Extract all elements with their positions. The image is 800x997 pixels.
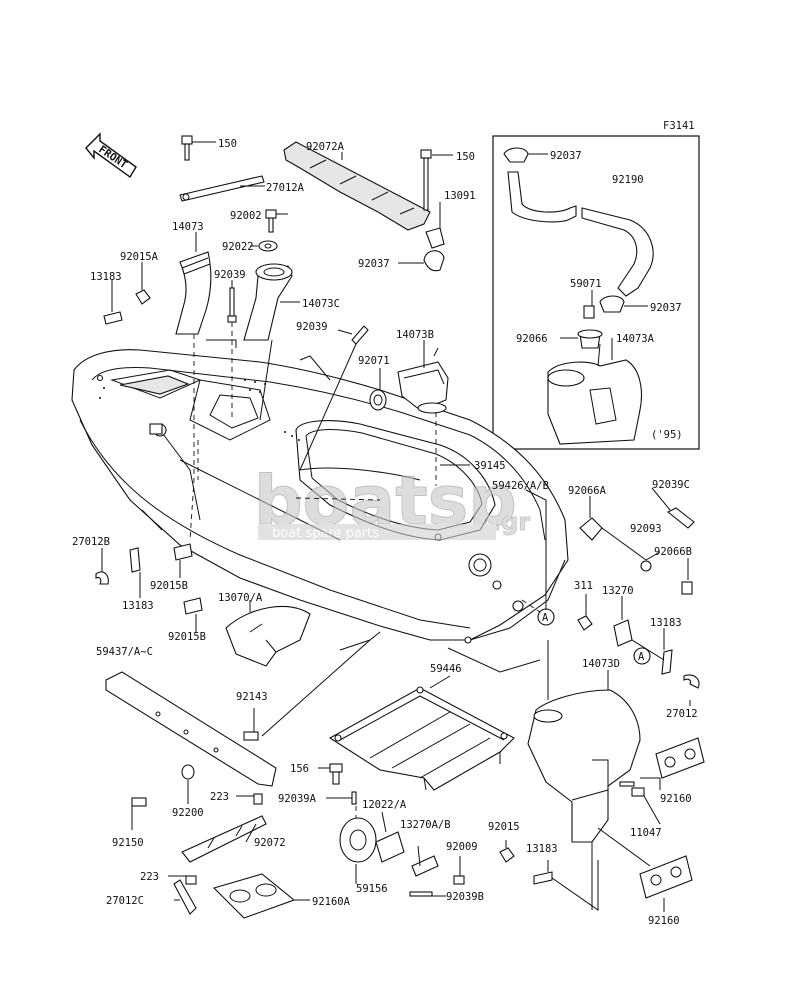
duct-14073b (397, 361, 449, 411)
hose-92190b (581, 207, 654, 297)
label-13070: 13070/A (218, 592, 263, 604)
part-labels: 150 27012A 92072A 150 13091 92037 92190 … (72, 138, 698, 927)
label-92143: 92143 (236, 691, 268, 703)
inset-note: ('95) (651, 429, 683, 441)
label-92037-inset-top: 92037 (550, 150, 582, 162)
label-92160-upper: 92160 (660, 793, 692, 805)
label-223-upper: 223 (210, 791, 229, 803)
label-13270ab: 13270A/B (400, 819, 451, 831)
label-92039c: 92039C (652, 479, 690, 491)
label-92015a: 92015A (120, 251, 159, 263)
label-92002: 92002 (230, 210, 262, 222)
hose-14073 (175, 251, 212, 335)
leader-lines (101, 141, 691, 912)
label-59156: 59156 (356, 883, 388, 895)
label-13183-lower: 13183 (526, 843, 558, 855)
label-14073b: 14073B (396, 329, 434, 341)
watermark: boatsp .gr boat spare parts (254, 462, 531, 542)
label-92039-left: 92039 (214, 269, 246, 281)
gasket-92160a (212, 873, 296, 919)
label-92037-mid: 92037 (358, 258, 390, 270)
label-13270: 13270 (602, 585, 634, 597)
label-92066b: 92066B (654, 546, 692, 558)
label-27012: 27012 (666, 708, 698, 720)
label-92093: 92093 (630, 523, 662, 535)
watermark-tld: .gr (492, 508, 530, 536)
label-92039b: 92039B (446, 891, 484, 903)
label-59426: 59426/A/B (492, 480, 549, 492)
cover-13070 (225, 605, 311, 667)
label-223-lower: 223 (140, 871, 159, 883)
label-92015b-1: 92015B (150, 580, 188, 592)
callout-a-1: A (542, 612, 549, 624)
cover-59446 (328, 687, 515, 791)
bracket-27012a (179, 175, 265, 202)
label-92066a: 92066A (568, 485, 607, 497)
label-92160a: 92160A (312, 896, 351, 908)
label-12022: 12022/A (362, 799, 407, 811)
label-92015b-2: 92015B (168, 631, 206, 643)
label-92039-mid: 92039 (296, 321, 328, 333)
label-39145: 39145 (474, 460, 506, 472)
bolt-150-left (181, 135, 193, 161)
inset-box (492, 135, 700, 450)
label-92072a: 92072A (306, 141, 345, 153)
label-92071: 92071 (358, 355, 390, 367)
hose-92190 (507, 171, 577, 223)
hull (71, 349, 569, 644)
label-14073d: 14073D (582, 658, 620, 670)
label-92039a: 92039A (278, 793, 317, 805)
front-arrow-label: FRONT (96, 144, 129, 172)
label-92200: 92200 (172, 807, 204, 819)
tank-14073d (527, 689, 641, 843)
pump-59156 (339, 817, 377, 863)
label-92066: 92066 (516, 333, 548, 345)
label-59437: 59437/A~C (96, 646, 153, 658)
label-11047: 11047 (630, 827, 662, 839)
label-13183-right: 13183 (650, 617, 682, 629)
watermark-tagline: boat spare parts (272, 526, 379, 541)
callout-a-2: A (638, 651, 645, 663)
label-13183-top: 13183 (90, 271, 122, 283)
label-14073a: 14073A (616, 333, 655, 345)
label-27012b: 27012B (72, 536, 110, 548)
gasket-92160-1 (655, 737, 705, 779)
label-92009: 92009 (446, 841, 478, 853)
grommet-92066a (579, 517, 603, 541)
strap-92072 (181, 815, 267, 863)
label-59446: 59446 (430, 663, 462, 675)
clip-13091 (425, 227, 445, 249)
label-92190: 92190 (612, 174, 644, 186)
label-59071: 59071 (570, 278, 602, 290)
bracket-13270 (613, 619, 633, 647)
label-92022: 92022 (222, 241, 254, 253)
label-14073: 14073 (172, 221, 204, 233)
label-92072: 92072 (254, 837, 286, 849)
label-156: 156 (290, 763, 309, 775)
gasket-92160-2 (639, 855, 693, 899)
figure-code: F3141 (663, 120, 695, 132)
label-92015: 92015 (488, 821, 520, 833)
label-27012c: 27012C (106, 895, 144, 907)
plate-13183a (103, 311, 123, 325)
label-150-left: 150 (218, 138, 237, 150)
label-92150: 92150 (112, 837, 144, 849)
label-92037-inset-low: 92037 (650, 302, 682, 314)
label-14073c: 14073C (302, 298, 340, 310)
label-13091: 13091 (444, 190, 476, 202)
label-311: 311 (574, 580, 593, 592)
label-150-right: 150 (456, 151, 475, 163)
label-27012a: 27012A (266, 182, 305, 194)
front-arrow-icon: FRONT (85, 132, 137, 179)
label-92160-lower: 92160 (648, 915, 680, 927)
label-13183-left: 13183 (122, 600, 154, 612)
strap-92072a (283, 141, 431, 231)
rail-59437 (105, 671, 277, 787)
